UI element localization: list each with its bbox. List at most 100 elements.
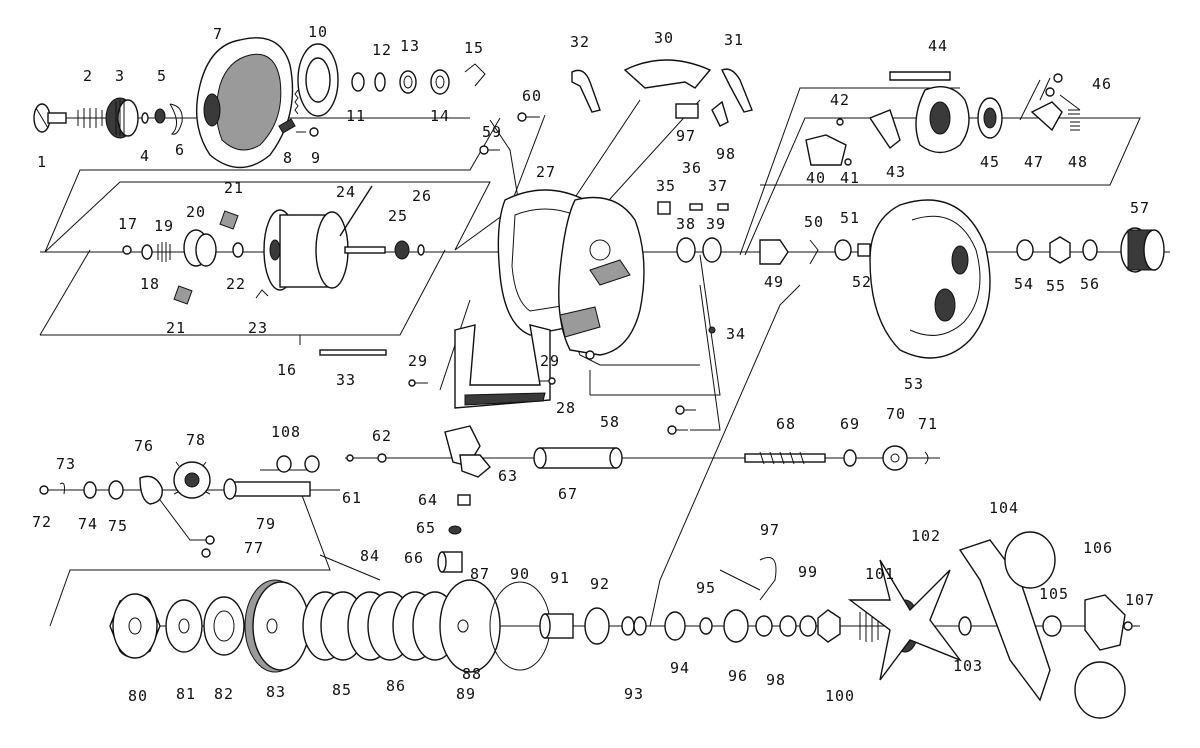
part-label-9: 9 — [310, 149, 322, 167]
part-label-59: 59 — [481, 123, 503, 141]
part-label-98a: 98 — [715, 145, 737, 163]
part-label-77: 77 — [243, 539, 265, 557]
part-104-handle — [958, 531, 1133, 719]
part-label-67: 67 — [557, 485, 579, 503]
part-label-4: 4 — [139, 147, 151, 165]
part-33-rod — [319, 349, 387, 356]
part-label-27: 27 — [535, 163, 557, 181]
part-label-92: 92 — [589, 575, 611, 593]
part-44-46-brake — [805, 71, 1080, 166]
part-label-26: 26 — [411, 187, 433, 205]
part-label-37: 37 — [707, 177, 729, 195]
part-label-32: 32 — [569, 33, 591, 51]
part-28-bottom-frame — [454, 324, 551, 409]
part-label-14: 14 — [429, 107, 451, 125]
part-label-18: 18 — [139, 275, 161, 293]
part-label-2: 2 — [82, 67, 94, 85]
part-10-gear-ring — [294, 43, 339, 117]
part-label-76: 76 — [133, 437, 155, 455]
part-label-84: 84 — [359, 547, 381, 565]
part-label-58: 58 — [599, 413, 621, 431]
part-63-67-clutch — [437, 425, 623, 573]
part-label-22: 22 — [225, 275, 247, 293]
part-4-5-washers — [141, 108, 166, 124]
part-label-10: 10 — [307, 23, 329, 41]
part-label-108: 108 — [270, 423, 302, 441]
part-label-85: 85 — [331, 681, 353, 699]
part-label-44: 44 — [927, 37, 949, 55]
part-label-51: 51 — [839, 209, 861, 227]
part-label-30: 30 — [653, 29, 675, 47]
part-label-5: 5 — [156, 67, 168, 85]
part-3-knob — [105, 97, 139, 139]
part-label-15: 15 — [463, 39, 485, 57]
part-label-43: 43 — [885, 163, 907, 181]
part-label-61: 61 — [341, 489, 363, 507]
part-27-frame — [497, 189, 645, 356]
part-label-66: 66 — [403, 549, 425, 567]
level-wind-group — [39, 453, 387, 558]
part-7-sideplate-cover — [195, 37, 294, 169]
part-label-54: 54 — [1013, 275, 1035, 293]
part-label-41: 41 — [839, 169, 861, 187]
part-label-21b: 21 — [165, 319, 187, 337]
part-label-102: 102 — [910, 527, 942, 545]
part-label-33: 33 — [335, 371, 357, 389]
part-97-98-pins — [675, 100, 729, 127]
part-label-103: 103 — [952, 657, 984, 675]
axis-lines — [40, 117, 1170, 627]
part-label-90: 90 — [509, 565, 531, 583]
part-label-62: 62 — [371, 427, 393, 445]
part-label-95: 95 — [695, 579, 717, 597]
part-label-79: 79 — [255, 515, 277, 533]
part-label-57: 57 — [1129, 199, 1151, 217]
part-label-19: 19 — [153, 217, 175, 235]
part-label-29b: 29 — [539, 352, 561, 370]
part-label-53: 53 — [903, 375, 925, 393]
part-label-64: 64 — [417, 491, 439, 509]
part-label-107: 107 — [1124, 591, 1156, 609]
part-2-spring — [77, 108, 103, 128]
part-label-81: 81 — [175, 685, 197, 703]
part-label-72: 72 — [31, 513, 53, 531]
part-label-21a: 21 — [223, 179, 245, 197]
drag-stack — [109, 557, 972, 681]
part-8-9-screw — [278, 118, 319, 137]
part-label-31: 31 — [723, 31, 745, 49]
part-label-28: 28 — [555, 399, 577, 417]
part-label-47: 47 — [1023, 153, 1045, 171]
part-label-91: 91 — [549, 569, 571, 587]
part-label-73: 73 — [55, 455, 77, 473]
part-label-7: 7 — [212, 25, 224, 43]
part-label-3: 3 — [114, 67, 126, 85]
part-label-40: 40 — [805, 169, 827, 187]
part-label-45: 45 — [979, 153, 1001, 171]
part-label-23: 23 — [247, 319, 269, 337]
part-label-46: 46 — [1091, 75, 1113, 93]
part-label-68: 68 — [775, 415, 797, 433]
part-label-101: 101 — [864, 565, 896, 583]
part-label-25: 25 — [387, 207, 409, 225]
part-label-49: 49 — [763, 273, 785, 291]
part-53-sideplate — [869, 199, 991, 359]
part-54-57-right-end — [1016, 227, 1165, 273]
part-label-98b: 98 — [765, 671, 787, 689]
part-label-83: 83 — [265, 683, 287, 701]
part-49-52-pinion — [759, 239, 871, 265]
part-label-38: 38 — [675, 215, 697, 233]
part-label-87: 87 — [469, 565, 491, 583]
part-label-29a: 29 — [407, 352, 429, 370]
part-59-60-screws — [479, 112, 540, 155]
part-label-24: 24 — [335, 183, 357, 201]
part-label-99: 99 — [797, 563, 819, 581]
part-label-104: 104 — [988, 499, 1020, 517]
part-label-96: 96 — [727, 667, 749, 685]
part-label-1: 1 — [36, 153, 48, 171]
part-label-78: 78 — [185, 431, 207, 449]
part-label-89: 89 — [455, 685, 477, 703]
part-label-13: 13 — [399, 37, 421, 55]
part-label-11: 11 — [345, 107, 367, 125]
part-label-35: 35 — [655, 177, 677, 195]
